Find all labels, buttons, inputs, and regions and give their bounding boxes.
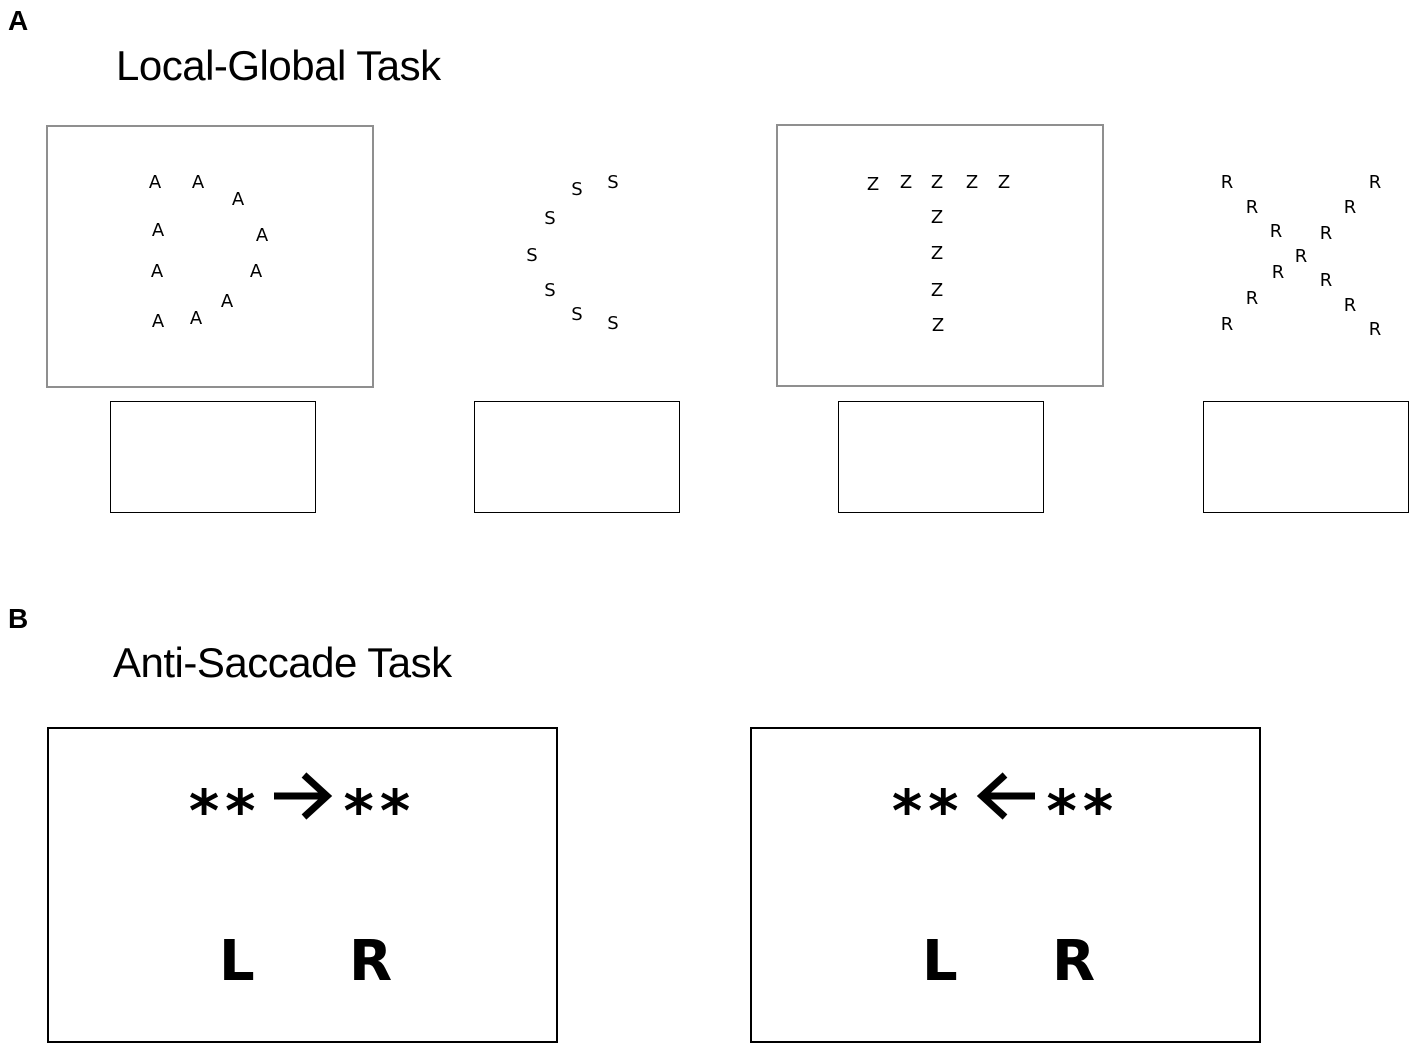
local-letter-z: Z xyxy=(930,280,944,301)
local-letter-r: R xyxy=(1368,319,1382,340)
stars-left: ** xyxy=(891,777,965,845)
anti-saccade-trial-right: ** ** L R xyxy=(47,727,558,1043)
local-letter-s: S xyxy=(526,245,538,266)
local-letter-r: R xyxy=(1271,262,1285,283)
local-letter-a: A xyxy=(189,308,203,329)
local-letter-z: Z xyxy=(930,172,944,193)
local-letter-s: S xyxy=(571,304,583,325)
local-letter-z: Z xyxy=(899,172,913,193)
stars-right: ** xyxy=(1046,777,1120,845)
local-letter-r: R xyxy=(1245,288,1259,309)
panel-b-letter: B xyxy=(8,603,29,634)
local-letter-r: R xyxy=(1294,246,1308,267)
local-letter-a: A xyxy=(191,172,205,193)
local-letter-r: R xyxy=(1319,223,1333,244)
local-letter-a: A xyxy=(151,311,165,332)
local-letter-r: R xyxy=(1343,295,1357,316)
fixation-row: ** ** xyxy=(752,771,1259,840)
local-letter-a: A xyxy=(148,172,162,193)
stars-left: ** xyxy=(188,777,262,845)
local-letter-a: A xyxy=(151,220,165,241)
local-letter-r: R xyxy=(1245,197,1259,218)
response-box-4 xyxy=(1203,401,1409,513)
local-letter-r: R xyxy=(1220,172,1234,193)
local-letter-z: Z xyxy=(930,243,944,264)
local-letter-z: Z xyxy=(931,315,945,336)
local-letter-a: A xyxy=(255,225,269,246)
response-right-label: R xyxy=(1052,929,1096,994)
local-global-task-title: Local-Global Task xyxy=(116,42,441,89)
stimulus-screen-1 xyxy=(46,125,374,388)
local-letter-z: Z xyxy=(997,172,1011,193)
local-letter-r: R xyxy=(1220,314,1234,335)
local-letter-a: A xyxy=(220,291,234,312)
anti-saccade-trial-left: ** ** L R xyxy=(750,727,1261,1043)
local-letter-z: Z xyxy=(866,174,880,195)
local-letter-s: S xyxy=(544,280,556,301)
response-box-3 xyxy=(838,401,1044,513)
local-letter-z: Z xyxy=(930,207,944,228)
response-left-label: L xyxy=(922,929,958,994)
local-letter-s: S xyxy=(571,179,583,200)
fixation-row: ** ** xyxy=(49,771,556,840)
local-letter-r: R xyxy=(1269,221,1283,242)
response-box-2 xyxy=(474,401,680,513)
anti-saccade-task-title: Anti-Saccade Task xyxy=(113,639,452,686)
response-box-1 xyxy=(110,401,316,513)
stimulus-screen-3 xyxy=(776,124,1104,387)
local-letter-r: R xyxy=(1368,172,1382,193)
local-letter-a: A xyxy=(231,189,245,210)
local-letter-s: S xyxy=(544,208,556,229)
local-letter-s: S xyxy=(607,172,619,193)
local-letter-z: Z xyxy=(965,172,979,193)
panel-a-letter: A xyxy=(8,5,29,36)
local-letter-a: A xyxy=(150,261,164,282)
right-arrow-icon xyxy=(272,771,334,826)
local-letter-s: S xyxy=(607,313,619,334)
left-arrow-icon xyxy=(975,771,1037,826)
response-right-label: R xyxy=(349,929,393,994)
local-letter-r: R xyxy=(1319,270,1333,291)
stars-right: ** xyxy=(343,777,417,845)
local-letter-a: A xyxy=(249,261,263,282)
local-letter-r: R xyxy=(1343,197,1357,218)
response-left-label: L xyxy=(219,929,255,994)
